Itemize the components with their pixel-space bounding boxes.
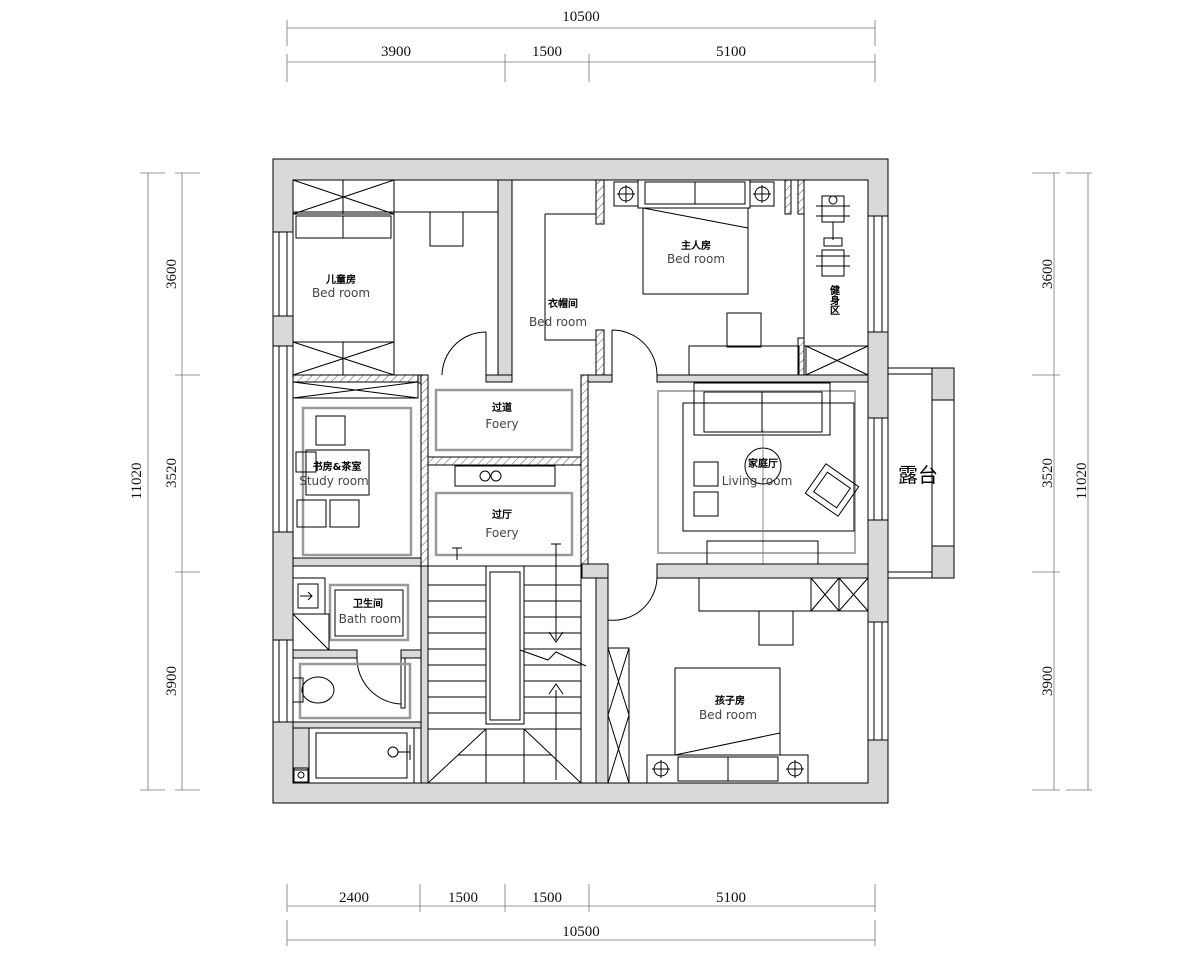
- room-children-bedroom: 儿童房 Bed room: [292, 179, 499, 376]
- dim-left-seg-1: 3600: [164, 259, 180, 289]
- dim-top-total: 10500: [562, 9, 600, 25]
- dim-right-total: 11020: [1074, 463, 1090, 500]
- room-master-bedroom: 主人房 Bed room 衣帽间 Bed room: [529, 179, 800, 376]
- doors: [356, 329, 658, 709]
- room-study: 书房&茶室 Study room: [295, 406, 413, 557]
- dim-right-seg-1: 3600: [1040, 259, 1056, 289]
- closet-en: Bed room: [529, 315, 587, 329]
- dimension-bottom: 2400 1500 1500 5100 10500: [286, 884, 876, 946]
- dimension-left: 3600 3520 3900 11020: [129, 172, 200, 791]
- room-passage: 过道 Foery 过厅 Foery: [434, 388, 574, 557]
- interior-walls: [292, 179, 869, 784]
- room-bathroom: 卫生间 Bath room: [292, 577, 415, 784]
- dimension-top: 10500 3900 1500 5100: [286, 9, 876, 82]
- dim-top-seg-3: 5100: [716, 44, 746, 60]
- family-room-en: Living room: [722, 474, 793, 488]
- study-cn: 书房&茶室: [313, 460, 362, 473]
- dim-bottom-seg-2: 1500: [448, 890, 478, 906]
- fitness-label: 健身区: [828, 284, 840, 315]
- family-room-cn: 家庭厅: [748, 457, 778, 470]
- room-kids-bedroom: 孩子房 Bed room: [607, 577, 869, 784]
- master-bedroom-cn: 主人房: [681, 239, 711, 252]
- study-en: Study room: [299, 474, 369, 488]
- dim-bottom-seg-4: 5100: [716, 890, 746, 906]
- passage-cn: 过道: [492, 401, 512, 414]
- bathroom-cn: 卫生间: [353, 597, 383, 610]
- terrace: 露台: [887, 367, 955, 579]
- room-family: 家庭厅 Living room: [657, 382, 860, 565]
- room-fitness: 健身区: [803, 179, 869, 376]
- master-bedroom-en: Bed room: [667, 252, 725, 266]
- terrace-label: 露台: [898, 463, 938, 487]
- exterior-walls: [272, 158, 889, 804]
- dim-left-seg-2: 3520: [164, 458, 180, 488]
- kids-bedroom-cn: 孩子房: [715, 694, 745, 707]
- dim-top-seg-1: 3900: [381, 44, 411, 60]
- children-bedroom-cn: 儿童房: [325, 273, 356, 286]
- passage-en: Foery: [485, 417, 518, 431]
- bathroom-en: Bath room: [339, 612, 402, 626]
- dim-left-seg-3: 3900: [164, 666, 180, 696]
- staircase: [427, 543, 587, 784]
- dim-top-seg-2: 1500: [532, 44, 562, 60]
- dim-bottom-seg-3: 1500: [532, 890, 562, 906]
- dim-bottom-seg-1: 2400: [339, 890, 369, 906]
- dim-bottom-total: 10500: [562, 924, 600, 940]
- dim-right-seg-2: 3520: [1040, 458, 1056, 488]
- dim-left-total: 11020: [129, 463, 145, 500]
- foyer-en: Foery: [485, 526, 518, 540]
- dim-right-seg-3: 3900: [1040, 666, 1056, 696]
- foyer-cn: 过厅: [492, 508, 512, 521]
- children-bedroom-en: Bed room: [312, 286, 370, 300]
- kids-bedroom-en: Bed room: [699, 708, 757, 722]
- closet-cn: 衣帽间: [548, 297, 578, 310]
- dimension-right: 3600 3520 3900 11020: [1032, 172, 1092, 791]
